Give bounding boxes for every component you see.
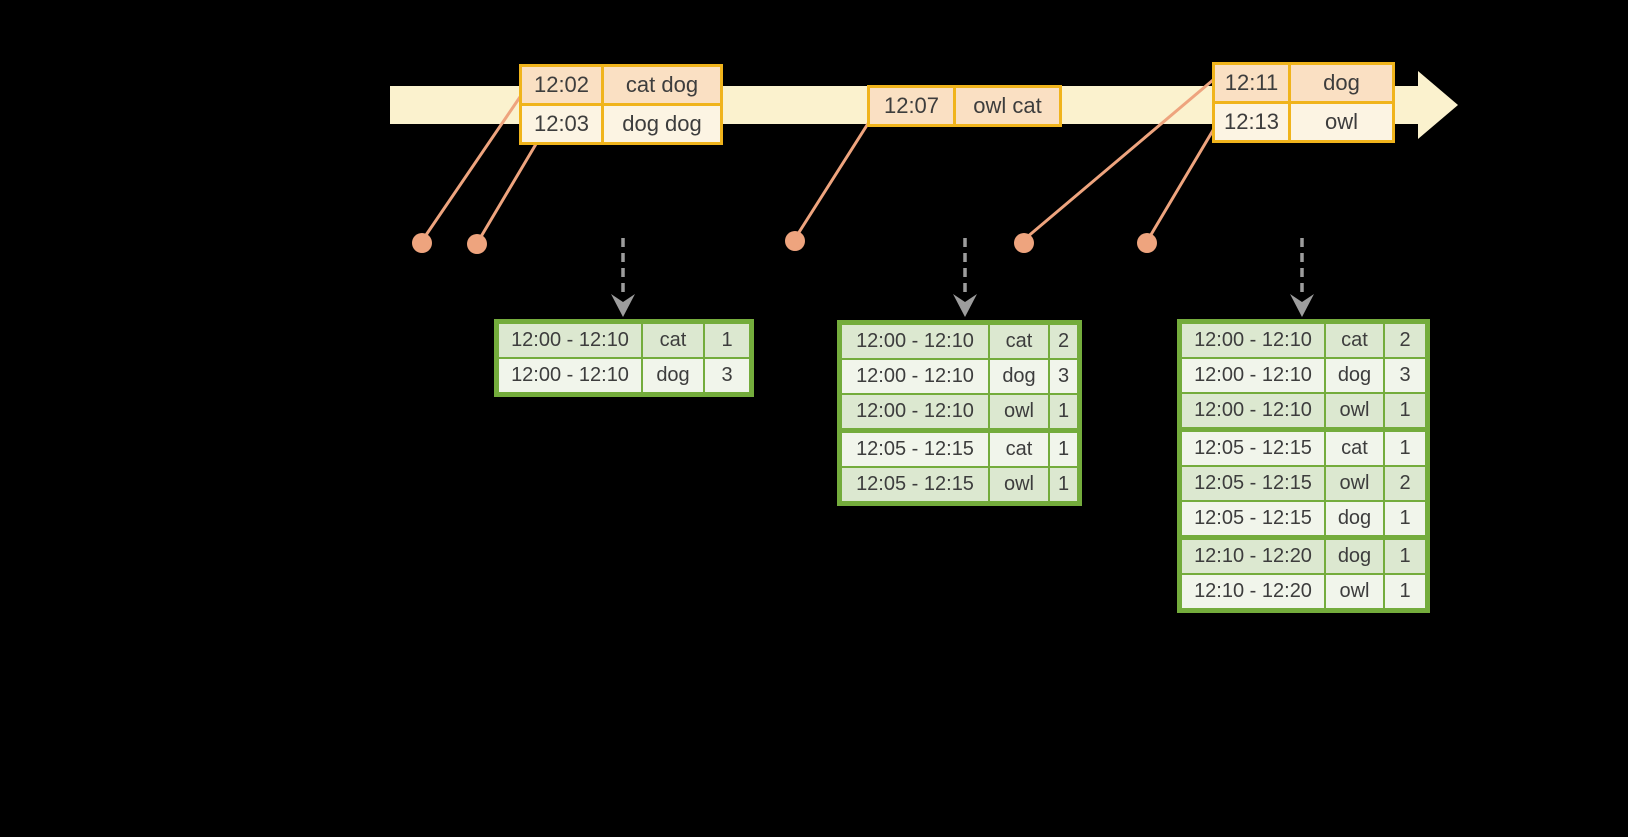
result-word-cell: dog (1326, 502, 1383, 535)
result-word-cell: cat (990, 433, 1048, 466)
result-window-cell: 12:00 - 12:10 (842, 325, 988, 358)
result-count-cell: 1 (1050, 433, 1077, 466)
event-words-cell: owl cat (956, 88, 1059, 124)
result-word-cell: dog (990, 360, 1048, 393)
result-window-cell: 12:00 - 12:10 (499, 359, 641, 392)
result-window-cell: 12:05 - 12:15 (842, 433, 988, 466)
result-count-cell: 1 (1385, 502, 1425, 535)
result-word-cell: owl (990, 468, 1048, 501)
result-window-cell: 12:00 - 12:10 (1182, 359, 1324, 392)
result-word-cell: owl (1326, 394, 1383, 427)
event-time-cell: 12:02 (522, 67, 601, 103)
result-count-cell: 1 (1385, 575, 1425, 608)
result-window-cell: 12:00 - 12:10 (1182, 394, 1324, 427)
result-word-cell: cat (643, 324, 703, 357)
result-word-cell: cat (1326, 324, 1383, 357)
result-count-cell: 1 (1385, 432, 1425, 465)
result-count-cell: 2 (1050, 325, 1077, 358)
result-window-cell: 12:05 - 12:15 (1182, 467, 1324, 500)
trigger-arrowhead-icon-1 (611, 294, 635, 317)
result-count-cell: 2 (1385, 467, 1425, 500)
result-window-cell: 12:00 - 12:10 (842, 395, 988, 428)
result-window-cell: 12:05 - 12:15 (1182, 432, 1324, 465)
event-time-cell: 12:07 (870, 88, 953, 124)
result-count-cell: 2 (1385, 324, 1425, 357)
event-time-dots (412, 231, 1157, 254)
event-dot-1203 (467, 234, 487, 254)
result-window-cell: 12:00 - 12:10 (1182, 324, 1324, 357)
event-words-cell: dog dog (604, 106, 720, 142)
event-words-cell: cat dog (604, 67, 720, 103)
result-window-cell: 12:10 - 12:20 (1182, 575, 1324, 608)
event-time-cell: 12:11 (1215, 65, 1288, 101)
timeline-arrowhead-icon (1418, 71, 1458, 139)
result-count-cell: 1 (1050, 395, 1077, 428)
result-window-cell: 12:00 - 12:10 (499, 324, 641, 357)
result-window-cell: 12:00 - 12:10 (842, 360, 988, 393)
result-word-cell: dog (1326, 540, 1383, 573)
trigger-arrowheads (611, 294, 1314, 317)
result-count-cell: 1 (1385, 540, 1425, 573)
event-time-cell: 12:03 (522, 106, 601, 142)
event-words-cell: dog (1291, 65, 1392, 101)
result-word-cell: dog (1326, 359, 1383, 392)
connector-line-1203 (477, 142, 538, 242)
result-window-cell: 12:10 - 12:20 (1182, 540, 1324, 573)
result-word-cell: owl (990, 395, 1048, 428)
event-time-cell: 12:13 (1215, 104, 1288, 140)
result-count-cell: 3 (1385, 359, 1425, 392)
result-word-cell: dog (643, 359, 703, 392)
connector-line-1207 (794, 120, 871, 239)
result-word-cell: cat (990, 325, 1048, 358)
event-dot-1202 (412, 233, 432, 253)
result-count-cell: 3 (705, 359, 749, 392)
event-dot-1207 (785, 231, 805, 251)
result-count-cell: 1 (1050, 468, 1077, 501)
result-window-cell: 12:05 - 12:15 (842, 468, 988, 501)
result-window-cell: 12:05 - 12:15 (1182, 502, 1324, 535)
result-word-cell: owl (1326, 467, 1383, 500)
trigger-arrows (621, 238, 1304, 297)
result-count-cell: 1 (1385, 394, 1425, 427)
event-words-cell: owl (1291, 104, 1392, 140)
result-word-cell: cat (1326, 432, 1383, 465)
event-dot-1213 (1137, 233, 1157, 253)
trigger-arrowhead-icon-3 (1290, 294, 1314, 317)
result-count-cell: 1 (705, 324, 749, 357)
connector-line-1213 (1147, 125, 1217, 240)
event-dot-1211 (1014, 233, 1034, 253)
result-word-cell: owl (1326, 575, 1383, 608)
trigger-arrowhead-icon-2 (953, 294, 977, 317)
result-count-cell: 3 (1050, 360, 1077, 393)
